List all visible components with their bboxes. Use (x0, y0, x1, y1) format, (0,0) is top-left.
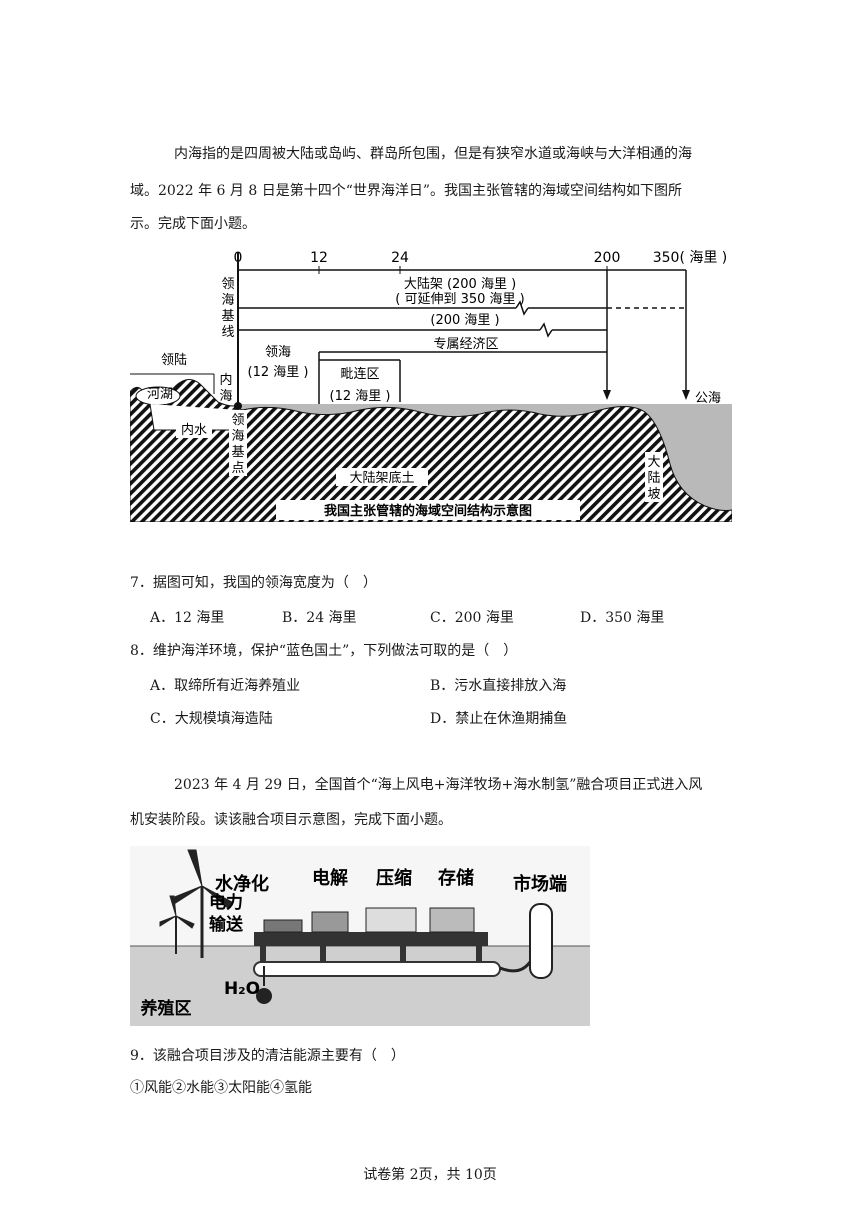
platform-deck (254, 932, 488, 946)
power-label-2: 输送 (209, 914, 244, 935)
power-label-1: 电力 (209, 892, 243, 913)
tick-200: 200 (594, 250, 621, 266)
compressor-unit (365, 907, 417, 933)
farm-label: 养殖区 (140, 998, 192, 1019)
purifier-unit (263, 919, 303, 933)
slope-label-3: 坡 (647, 487, 660, 502)
basepoint-label-4: 点 (231, 461, 244, 476)
shelf-label: 大陆架 (200 海里 ) (404, 276, 516, 292)
baseline-label-1: 领 (221, 277, 234, 292)
h2o-label: H₂O (224, 979, 260, 999)
storage-tanks (429, 907, 475, 933)
eez-label: 专属经济区 (433, 337, 498, 352)
eez-arrow (603, 390, 611, 400)
inner-water-bg (176, 420, 212, 438)
intro-line-1: 内海指的是四周被大陆或岛屿、群岛所包围，但是有狭窄水道或海峡与大洋相通的海 (174, 146, 692, 162)
q7-stem: 7．据图可知，我国的领海宽度为（ ） (130, 575, 377, 591)
underwater-pipe (253, 961, 501, 977)
q8-option-c[interactable]: C．大规模填海造陆 (150, 711, 273, 727)
tick-24: 24 (391, 250, 409, 266)
market-pipe (499, 961, 532, 973)
intro-line-2: 域。2022 年 6 月 8 日是第十四个“世界海洋日”。我国主张管辖的海域空间… (130, 183, 683, 199)
basepoint-label-3: 基 (231, 445, 244, 460)
market-label: 市场端 (513, 873, 567, 895)
q8-stem: 8．维护海洋环境，保护“蓝色国土”，下列做法可取的是（ ） (130, 643, 518, 659)
caption-bg (276, 500, 580, 520)
page-footer: 试卷第 2页，共 10页 (363, 1167, 497, 1183)
basepoint-dot (234, 402, 242, 410)
basepoint-label-bg (229, 410, 247, 476)
storage-label: 存储 (438, 867, 474, 889)
high-seas-arrow (682, 390, 690, 400)
purify-label: 水净化 (215, 873, 269, 895)
eez-200-label: (200 海里 ) (430, 313, 499, 328)
q7-option-d[interactable]: D．350 海里 (580, 610, 665, 626)
land-and-seabed (130, 379, 732, 522)
eez-break (539, 322, 553, 338)
intake-pump (256, 988, 272, 1004)
baseline-label-4: 线 (221, 325, 234, 340)
contiguous-label: 毗连区 (340, 366, 379, 382)
platform-leg-1 (260, 946, 266, 966)
figure1-caption: 我国主张管辖的海域空间结构示意图 (324, 503, 532, 519)
land-label: 领陆 (161, 352, 187, 368)
maritime-zones-figure: 0 12 24 200 350( 海里 ) 领 海 基 线 大陆架 (200 海… (130, 250, 732, 522)
platform-leg-3 (400, 946, 406, 966)
q7-option-a[interactable]: A．12 海里 (150, 610, 225, 626)
territorial-sea-nm-label: (12 海里 ) (248, 365, 309, 380)
shelf-extend-label: ( 可延伸到 350 海里 ) (395, 292, 525, 307)
wind-turbine-small (159, 895, 195, 954)
platform-leg-4 (476, 946, 482, 966)
high-seas-label: 公海 (695, 391, 721, 406)
slope-label-1: 大 (647, 455, 660, 470)
baseline-label-3: 基 (221, 309, 234, 324)
intro-line-3: 示。完成下面小题。 (130, 216, 256, 232)
q8-option-b[interactable]: B．污水直接排放入海 (430, 678, 567, 694)
shelf-soil-bg (336, 468, 428, 486)
basepoint-label-2: 海 (231, 429, 244, 444)
sea-layer (130, 946, 590, 1026)
q7-option-b[interactable]: B．24 海里 (282, 610, 357, 626)
market-terminal (529, 903, 553, 979)
intro2-line-2: 机安装阶段。读该融合项目示意图，完成下面小题。 (130, 812, 452, 828)
shelf-soil-label: 大陆架底土 (349, 470, 414, 486)
baseline-label-2: 海 (221, 293, 234, 308)
q9-items: ①风能②水能③太阳能④氢能 (130, 1080, 312, 1096)
compress-label: 压缩 (376, 867, 412, 889)
q8-option-d[interactable]: D．禁止在休渔期捕鱼 (430, 711, 568, 727)
electrolyzer-unit (311, 911, 349, 933)
slope-label-2: 陆 (647, 470, 660, 486)
q7-option-c[interactable]: C．200 海里 (430, 610, 514, 626)
inner-water-label: 内水 (181, 422, 207, 438)
tick-350: 350( 海里 ) (653, 250, 728, 266)
platform-leg-2 (320, 946, 326, 966)
inner-sea-label-1: 内 (219, 372, 232, 388)
electrolysis-label: 电解 (312, 867, 348, 889)
fusion-project-figure: 水净化 电解 压缩 存储 市场端 电力 输送 H₂O 养殖区 (130, 846, 590, 1026)
intro2-line-1: 2023 年 4 月 29 日，全国首个“海上风电+海洋牧场+海水制氢”融合项目… (174, 777, 703, 793)
tick-12: 12 (310, 250, 328, 266)
territorial-sea-label: 领海 (265, 345, 291, 360)
q9-stem: 9．该融合项目涉及的清洁能源主要有（ ） (130, 1048, 405, 1064)
contiguous-nm-label: (12 海里 ) (330, 389, 391, 404)
slope-label-bg (645, 452, 663, 502)
shelf-break (515, 300, 529, 316)
basepoint-label-1: 领 (231, 413, 244, 428)
q8-option-a[interactable]: A．取缔所有近海养殖业 (150, 678, 301, 694)
inner-sea-label-2: 海 (219, 389, 232, 404)
lake-label: 河湖 (147, 387, 173, 402)
